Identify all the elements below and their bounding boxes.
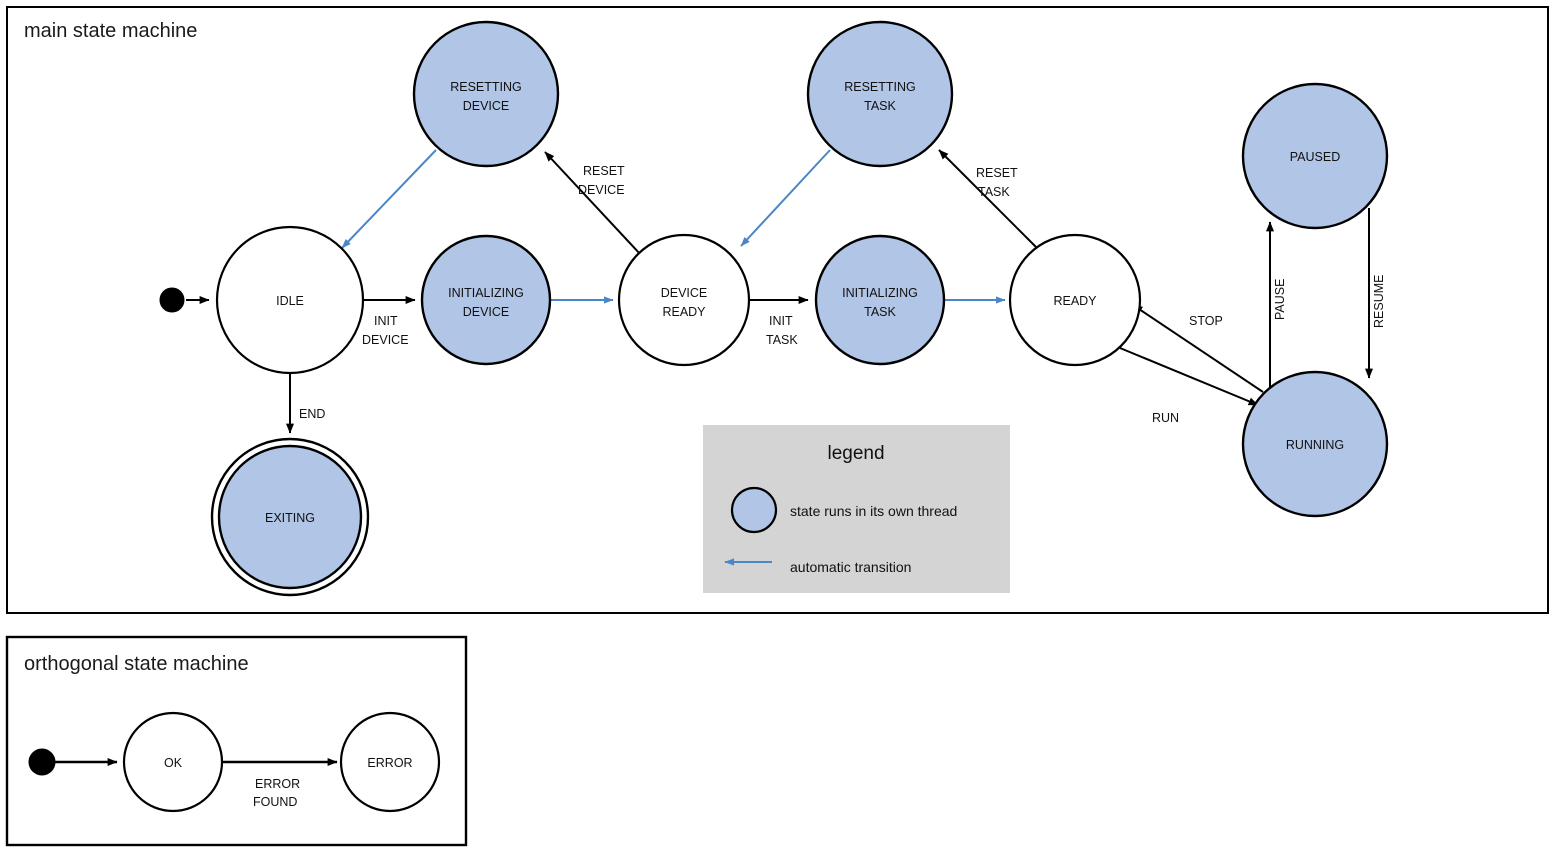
edge-label-line2: TASK — [766, 333, 798, 347]
edge-label-line1: RESET — [583, 164, 625, 178]
state-node-device-ready[interactable]: DEVICE READY — [617, 233, 751, 367]
state-label-line1: IDLE — [276, 294, 304, 308]
edge-label-line1: STOP — [1189, 314, 1223, 328]
initial-state-dot-main — [159, 287, 185, 313]
initial-state-dot-orthogonal — [28, 748, 56, 776]
edge-label-line1: RUN — [1152, 411, 1179, 425]
state-label-line1: RUNNING — [1286, 438, 1344, 452]
edge-label-line1: INIT — [374, 314, 398, 328]
threaded-state-swatch-icon — [730, 486, 778, 534]
state-label-line2: DEVICE — [463, 305, 510, 319]
transitions-layer: INIT DEVICE END RESET DEVICE INIT TASK — [186, 149, 1386, 434]
orthogonal-frame-title: orthogonal state machine — [24, 653, 249, 675]
edge-label-line1: INIT — [769, 314, 793, 328]
legend-item-label: automatic transition — [790, 559, 911, 575]
state-label-line1: RESETTING — [844, 80, 916, 94]
edge-label-line1: RESET — [976, 166, 1018, 180]
state-label: ERROR — [367, 756, 412, 770]
states-layer: RESETTING DEVICE RESETTING TASK PAUSED I… — [210, 20, 1389, 597]
state-node-running[interactable]: RUNNING — [1241, 370, 1389, 518]
transition-resetting-device-idle — [341, 149, 437, 249]
edge-label-line2: TASK — [978, 185, 1010, 199]
transition-idle-init-device: INIT DEVICE — [362, 296, 416, 347]
state-node-idle[interactable]: IDLE — [215, 225, 365, 375]
state-node-error[interactable]: ERROR — [339, 711, 441, 813]
state-node-ok[interactable]: OK — [122, 711, 224, 813]
transition-paused-resume-running: RESUME — [1365, 208, 1386, 379]
state-node-resetting-task[interactable]: RESETTING TASK — [806, 20, 954, 168]
state-label-line1: RESETTING — [450, 80, 522, 94]
legend-item-label: state runs in its own thread — [790, 503, 957, 519]
transition-ready-reset-task: RESET TASK — [938, 149, 1037, 248]
state-node-ready[interactable]: READY — [1008, 233, 1142, 367]
transition-device-ready-reset-device: RESET DEVICE — [544, 151, 642, 256]
orthogonal-transitions-layer: ERROR FOUND — [55, 758, 338, 809]
edge-label-line1: PAUSE — [1273, 279, 1287, 320]
state-node-paused[interactable]: PAUSED — [1241, 82, 1389, 230]
state-label-line2: TASK — [864, 99, 896, 113]
transition-idle-end-exiting: END — [286, 373, 325, 434]
legend-item-auto-arrow: automatic transition — [724, 558, 911, 575]
state-label-line2: TASK — [864, 305, 896, 319]
main-frame-title: main state machine — [24, 20, 197, 42]
legend: legend state runs in its own thread auto… — [703, 425, 1010, 593]
edge-label-line1: END — [299, 407, 325, 421]
state-label-line2: DEVICE — [463, 99, 510, 113]
edge-label-line2: DEVICE — [362, 333, 409, 347]
edge-label-line2: FOUND — [253, 795, 297, 809]
state-label-line1: INITIALIZING — [448, 286, 524, 300]
state-label-line1: EXITING — [265, 511, 315, 525]
state-label-line1: PAUSED — [1290, 150, 1340, 164]
transition-running-stop-ready: STOP — [1132, 304, 1264, 393]
edge-label-line1: ERROR — [255, 777, 300, 791]
transition-running-pause-paused: PAUSE — [1266, 221, 1287, 395]
final-state-inner-circle — [217, 444, 363, 590]
legend-item-threaded-state: state runs in its own thread — [730, 486, 957, 534]
state-label-line1: DEVICE — [661, 286, 708, 300]
transition-ready-run-running: RUN — [1119, 347, 1259, 425]
state-node-exiting[interactable]: EXITING — [210, 437, 370, 597]
transition-device-ready-init-task: INIT TASK — [749, 296, 809, 347]
edge-label-line2: DEVICE — [578, 183, 625, 197]
state-label-line1: INITIALIZING — [842, 286, 918, 300]
state-node-initializing-device[interactable]: INITIALIZING DEVICE — [420, 234, 552, 366]
state-label-line1: READY — [1053, 294, 1097, 308]
transition-ok-error: ERROR FOUND — [221, 758, 338, 809]
state-label: OK — [164, 756, 183, 770]
legend-title: legend — [827, 443, 884, 464]
state-label-line2: READY — [662, 305, 706, 319]
edge-label-line1: RESUME — [1372, 275, 1386, 328]
state-node-initializing-task[interactable]: INITIALIZING TASK — [814, 234, 946, 366]
state-node-resetting-device[interactable]: RESETTING DEVICE — [412, 20, 560, 168]
transition-resetting-task-device-ready — [740, 149, 831, 247]
